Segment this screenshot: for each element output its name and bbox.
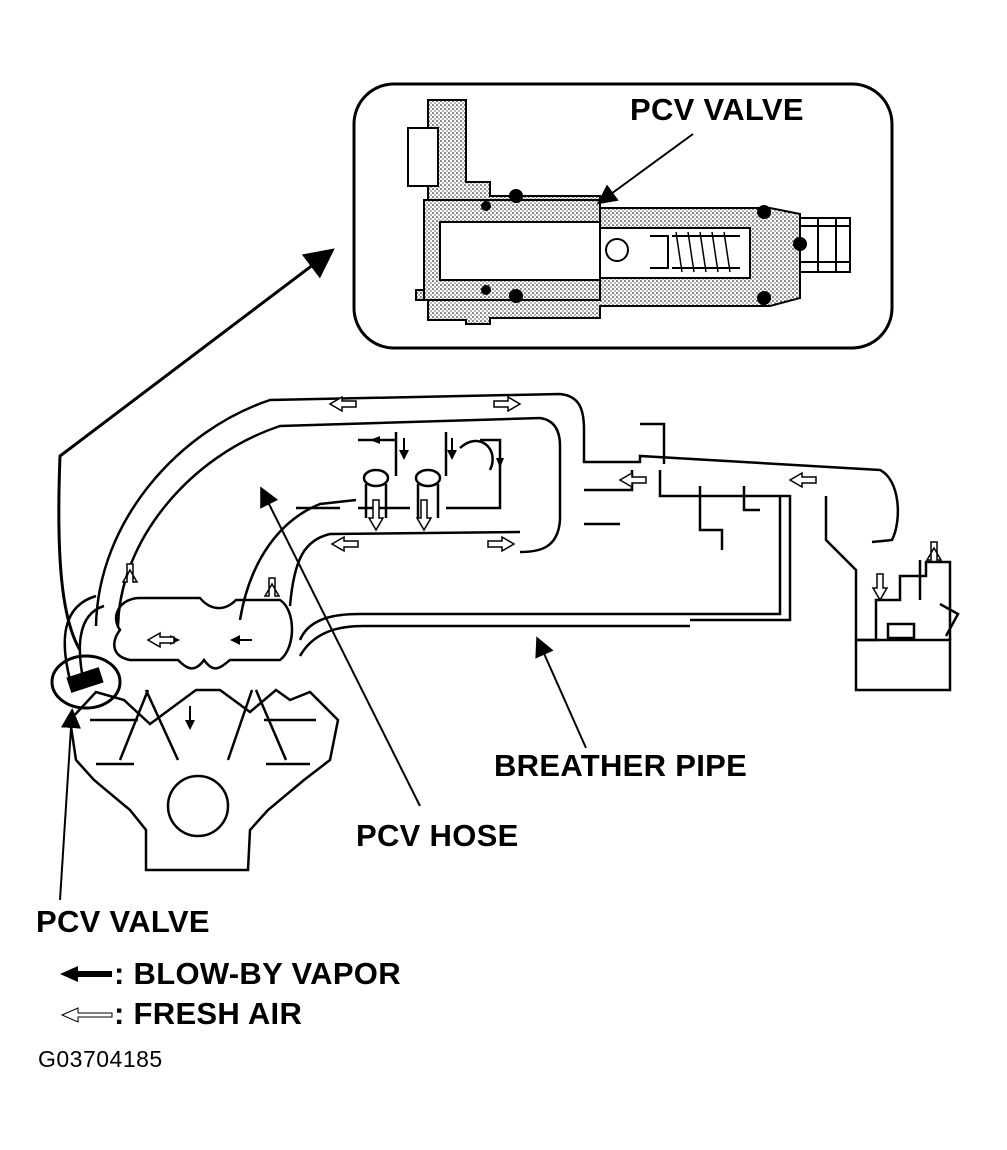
legend-fresh-air-text: : FRESH AIR xyxy=(114,996,303,1031)
legend-blow-by: : BLOW-BY VAPOR xyxy=(58,958,401,989)
pcv-valve-location-circle xyxy=(50,654,122,710)
pcv-hose-label: PCV HOSE xyxy=(356,818,519,853)
figure-code: G03704185 xyxy=(38,1046,163,1072)
solid-arrow-icon xyxy=(60,965,112,982)
pcv-valve-cross-section xyxy=(407,99,851,325)
pcv-valve-detail-label: PCV VALVE xyxy=(630,92,804,127)
blow-by-arrows xyxy=(158,436,504,730)
pcv-hose-leader xyxy=(260,486,421,807)
breather-pipe-label: BREATHER PIPE xyxy=(494,748,748,783)
fresh-air-arrows xyxy=(121,395,943,649)
pcv-valve-leader xyxy=(59,708,81,901)
outline-arrow-icon xyxy=(60,1006,113,1023)
pcv-valve-small xyxy=(66,667,104,693)
intake-piping xyxy=(63,392,960,872)
pcv-valve-label: PCV VALVE xyxy=(36,904,210,939)
legend-blow-by-text: : BLOW-BY VAPOR xyxy=(114,956,401,991)
breather-pipe-leader xyxy=(535,636,587,749)
detail-callout-line xyxy=(57,248,335,651)
legend-fresh-air: : FRESH AIR xyxy=(58,998,302,1029)
pcv-valve-detail-box xyxy=(352,82,894,350)
